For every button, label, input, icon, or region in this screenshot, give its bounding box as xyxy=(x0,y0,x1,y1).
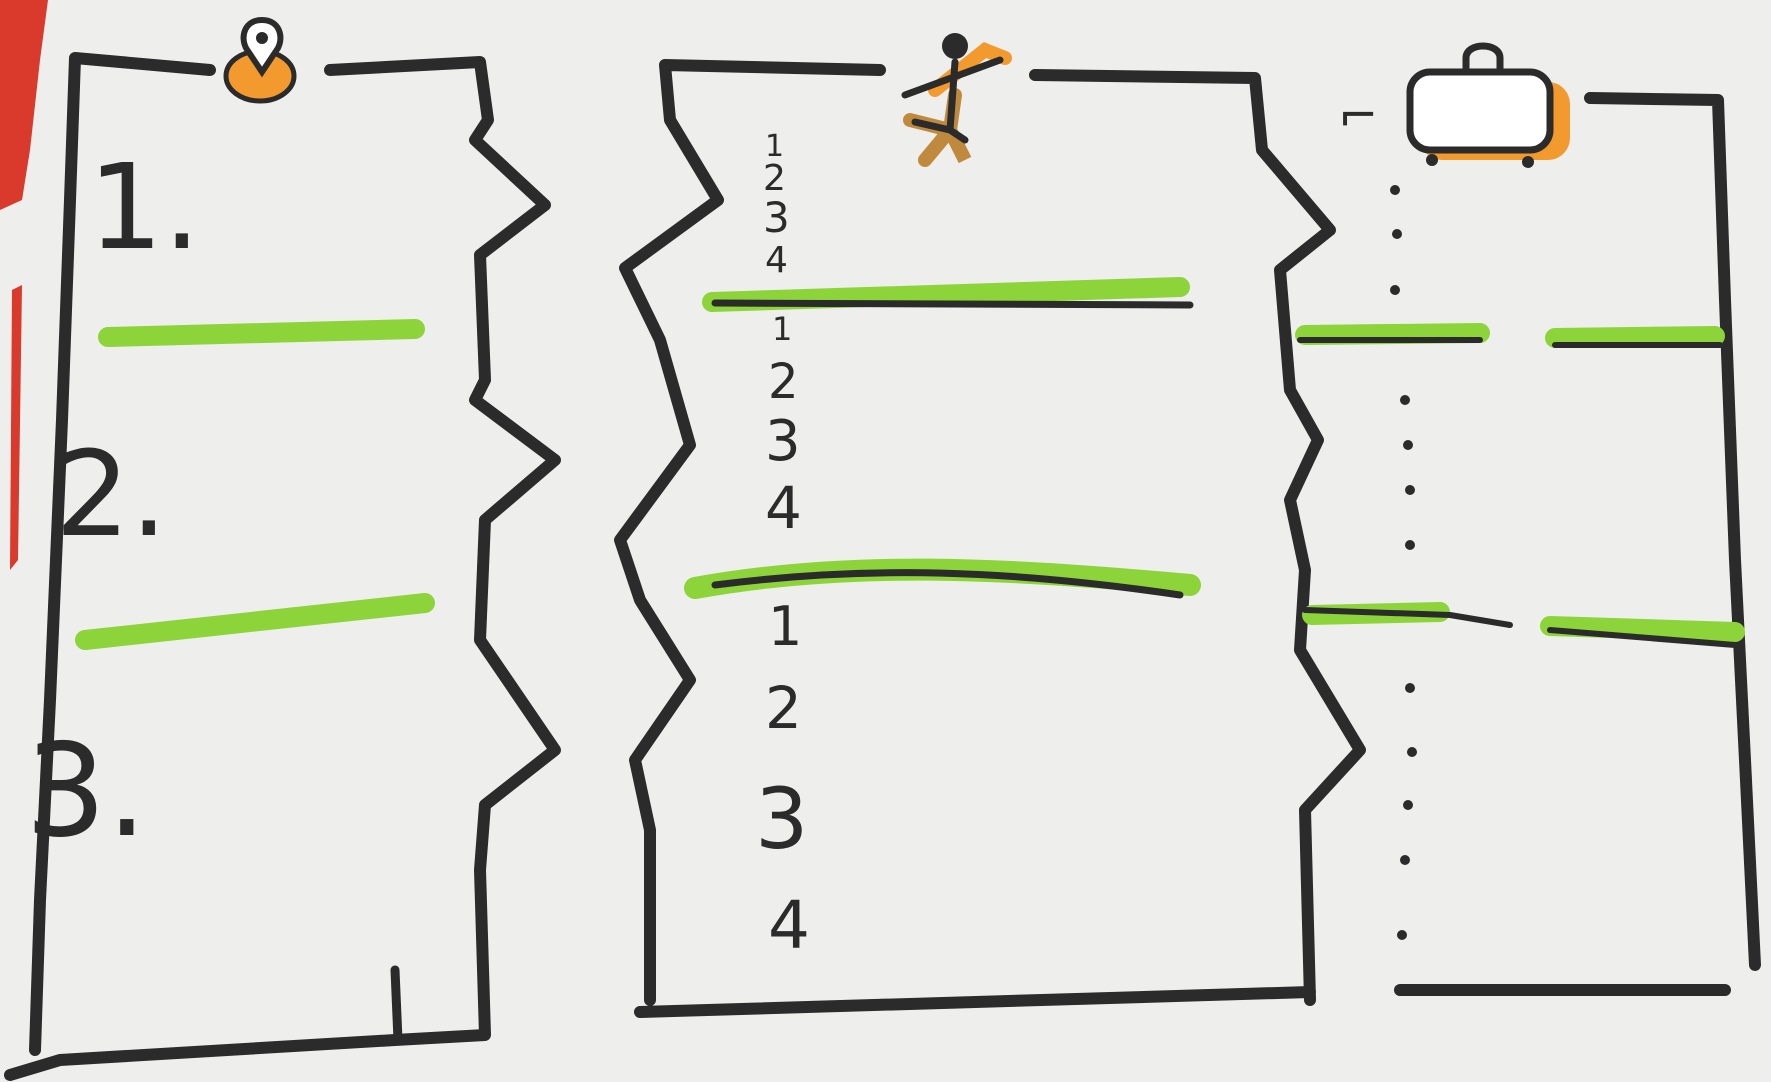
divider-c-1 xyxy=(1305,333,1480,335)
label-1: 1. xyxy=(88,138,201,276)
column-1-tab xyxy=(395,970,398,1040)
divider-1 xyxy=(108,329,415,337)
g3-item-3: 3 xyxy=(755,770,808,868)
divider-c-2 xyxy=(1555,336,1715,338)
g2-item-2: 2 xyxy=(768,354,799,410)
g3-item-1: 1 xyxy=(768,595,802,658)
g2-item-4: 4 xyxy=(765,474,802,542)
g2-item-3: 3 xyxy=(765,409,801,474)
divider-a-ink xyxy=(715,303,1190,305)
bracket-mark: ⌐ xyxy=(1338,88,1378,144)
label-3: 3. xyxy=(25,717,147,866)
g1-item-3: 3 xyxy=(763,193,790,242)
g2-item-1: 1 xyxy=(772,310,792,348)
g1-item-4: 4 xyxy=(765,240,788,281)
g3-item-4: 4 xyxy=(768,887,810,964)
g3-item-2: 2 xyxy=(765,674,802,742)
label-2: 2. xyxy=(55,425,168,563)
